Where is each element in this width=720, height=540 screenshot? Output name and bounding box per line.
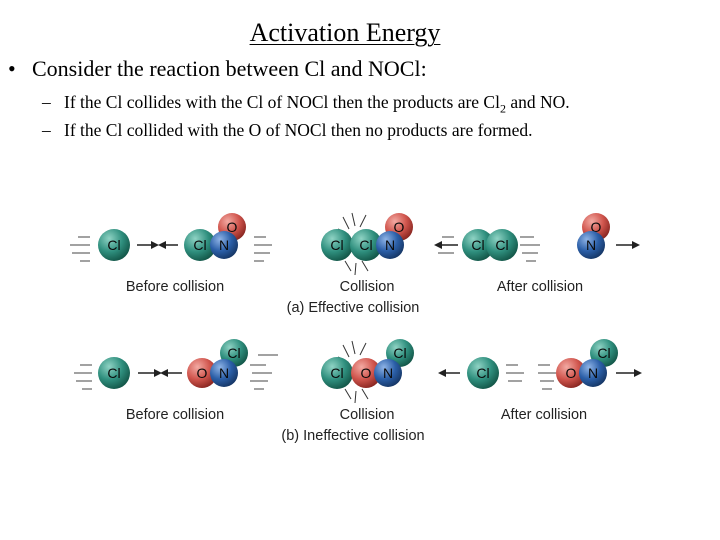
o-atom: O (351, 358, 381, 388)
svg-text:Cl: Cl (495, 237, 508, 253)
cl-atom: Cl (467, 357, 499, 389)
svg-text:Cl: Cl (227, 345, 240, 361)
svg-text:N: N (219, 237, 229, 253)
subpoint-text: If the Cl collided with the O of NOCl th… (64, 120, 533, 140)
svg-text:N: N (219, 365, 229, 381)
n-atom: N (577, 231, 605, 259)
svg-text:N: N (385, 237, 395, 253)
n-atom: N (210, 359, 238, 387)
cl-atom: Cl (462, 229, 494, 261)
subpoint-ineffective: –If the Cl collided with the O of NOCl t… (42, 120, 533, 141)
svg-text:Cl: Cl (597, 345, 610, 361)
cl-atom: Cl (184, 229, 216, 261)
slide-title: Activation Energy (249, 18, 441, 47)
svg-text:Cl: Cl (193, 237, 206, 253)
n-atom: N (579, 359, 607, 387)
svg-text:Cl: Cl (471, 237, 484, 253)
o-atom: O (187, 358, 217, 388)
svg-text:Cl: Cl (476, 365, 489, 381)
svg-text:Cl: Cl (359, 237, 372, 253)
subpoint-marker: – (42, 92, 51, 112)
after-collision-label: After collision (497, 279, 583, 295)
ineffective-collision-caption: (b) Ineffective collision (281, 428, 424, 444)
svg-text:O: O (197, 365, 208, 381)
before-collision-label: Before collision (126, 407, 224, 423)
svg-text:Cl: Cl (393, 345, 406, 361)
svg-text:O: O (591, 219, 602, 235)
subscript: 2 (499, 101, 506, 116)
cl-atom: Cl (321, 229, 353, 261)
cl-atom: Cl (321, 357, 353, 389)
svg-text:O: O (566, 365, 577, 381)
row-effective: Cl O Cl N O Cl Cl N Cl Cl O N Before col… (70, 212, 640, 316)
subpoint-effective: –If the Cl collides with the Cl of NOCl … (42, 92, 570, 117)
svg-text:Cl: Cl (330, 365, 343, 381)
n-atom: N (376, 231, 404, 259)
n-atom: N (374, 359, 402, 387)
after-collision-label: After collision (501, 407, 587, 423)
svg-text:O: O (227, 219, 238, 235)
cl-atom: Cl (98, 229, 130, 261)
n-atom: N (210, 231, 238, 259)
svg-text:N: N (586, 237, 596, 253)
svg-text:Cl: Cl (330, 237, 343, 253)
subpoint-text-end: and NO. (505, 92, 570, 112)
svg-text:Cl: Cl (107, 237, 120, 253)
svg-text:N: N (588, 365, 598, 381)
subpoint-text: If the Cl collides with the Cl of NOCl t… (64, 92, 500, 112)
collision-label: Collision (340, 407, 395, 423)
row-ineffective: Cl Cl O N Cl Cl O N Cl Cl O N Before col… (74, 339, 642, 444)
effective-collision-caption: (a) Effective collision (287, 300, 420, 316)
cl-atom: Cl (98, 357, 130, 389)
collision-diagram: Cl O Cl N O Cl Cl N Cl Cl O N Before col… (70, 212, 642, 444)
bullet-text: Consider the reaction between Cl and NOC… (32, 56, 427, 81)
svg-text:N: N (383, 365, 393, 381)
cl-atom: Cl (486, 229, 518, 261)
cl-atom: Cl (350, 229, 382, 261)
svg-text:O: O (361, 365, 372, 381)
subpoint-marker: – (42, 120, 51, 140)
o-atom: O (556, 358, 586, 388)
impact-marks (337, 340, 369, 404)
collision-label: Collision (340, 279, 395, 295)
svg-text:O: O (394, 219, 405, 235)
main-bullet: • Consider the reaction between Cl and NO… (8, 56, 427, 82)
before-collision-label: Before collision (126, 279, 224, 295)
svg-text:Cl: Cl (107, 365, 120, 381)
bullet-marker: • (8, 56, 16, 81)
motion-lines (74, 354, 556, 390)
